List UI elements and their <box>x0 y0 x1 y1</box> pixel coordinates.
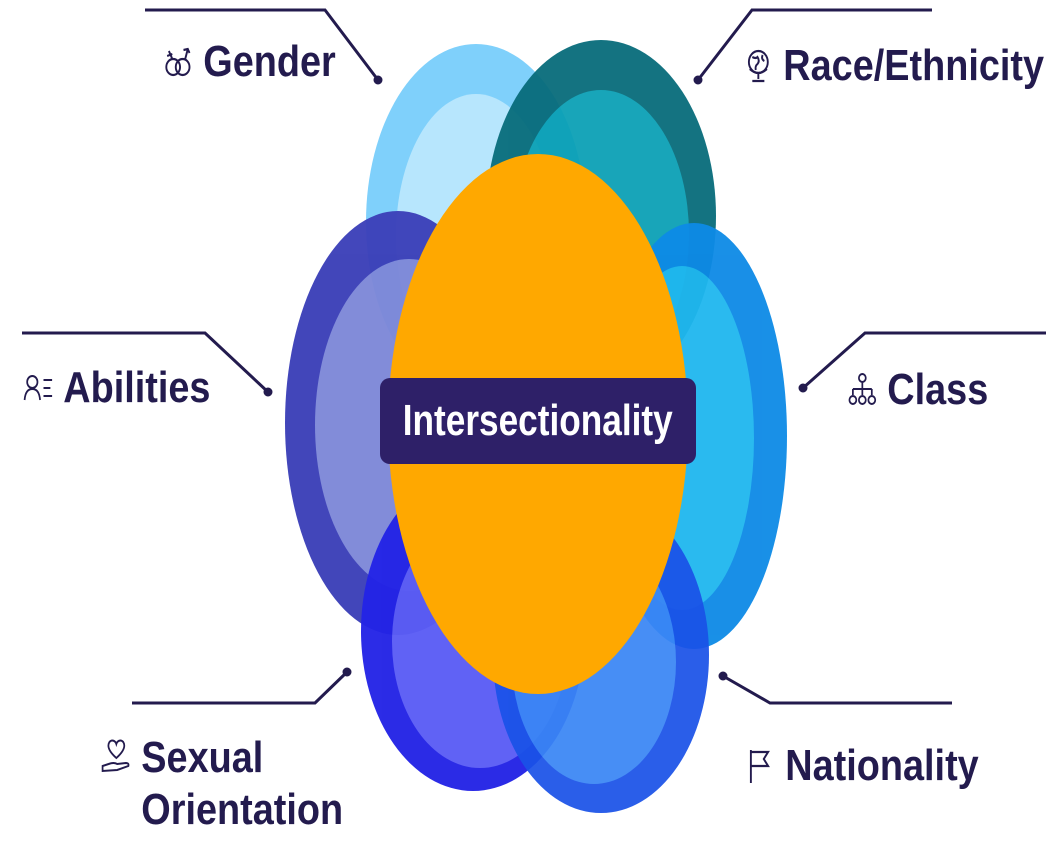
label-class: Class <box>846 368 988 412</box>
petals <box>285 40 787 813</box>
connector-race <box>696 8 932 81</box>
label-gender-text: Gender <box>203 37 336 86</box>
connector-dot-gender <box>373 75 383 85</box>
label-nationality: Nationality <box>744 744 979 788</box>
connector-dot-nationality <box>718 671 728 681</box>
hierarchy-icon <box>846 371 879 409</box>
connector-dot-class <box>798 383 808 393</box>
connector-dot-race <box>693 75 703 85</box>
connector-lines <box>22 8 1046 705</box>
label-sexual-line1: Sexual <box>141 733 264 782</box>
label-nationality-text: Nationality <box>785 741 979 790</box>
label-gender: Gender <box>162 40 336 84</box>
person-list-icon <box>22 369 55 407</box>
connector-gender <box>145 8 380 81</box>
label-class-text: Class <box>887 365 989 414</box>
center-title: Intersectionality <box>403 396 673 445</box>
label-sexual-line2: Orientation <box>141 784 344 834</box>
globe-icon <box>742 47 775 85</box>
connector-nationality <box>722 674 952 705</box>
gender-symbols-icon <box>162 43 195 81</box>
connector-dot-abilities <box>263 387 273 397</box>
label-abilities-text: Abilities <box>63 363 211 412</box>
connector-abilities <box>22 331 270 394</box>
label-sexual: Sexual Orientation <box>100 732 343 836</box>
center-label-box: Intersectionality <box>380 378 696 464</box>
flag-icon <box>744 747 777 785</box>
label-race-text: Race/Ethnicity <box>783 41 1045 90</box>
connector-sexual <box>132 670 349 705</box>
label-abilities: Abilities <box>22 366 210 410</box>
connector-dot-sexual <box>342 667 352 677</box>
connector-class <box>802 331 1046 390</box>
label-race: Race/Ethnicity <box>742 44 1044 88</box>
label-sexual-text: Sexual Orientation <box>141 732 343 836</box>
heart-hand-icon <box>100 736 133 774</box>
